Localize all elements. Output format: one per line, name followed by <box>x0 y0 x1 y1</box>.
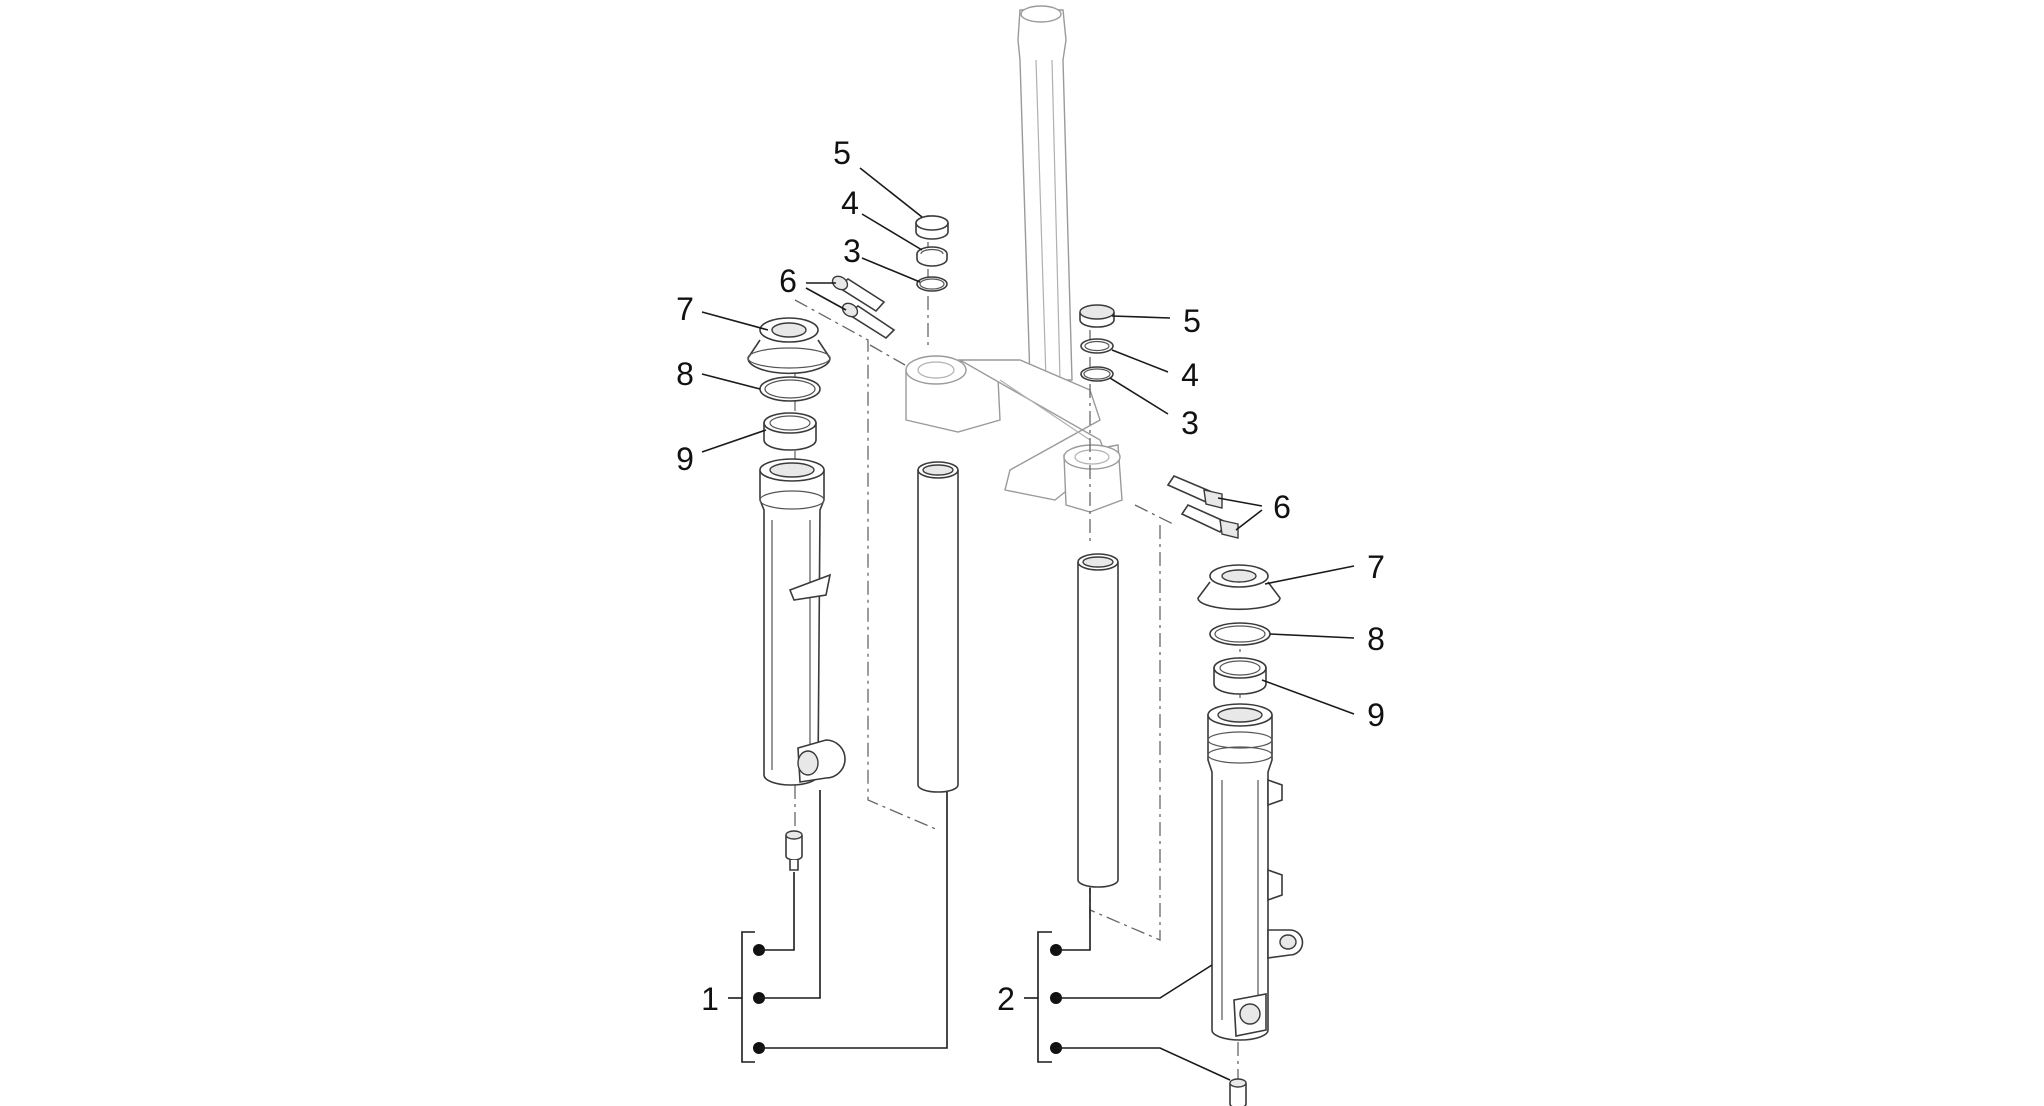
alignment-lines <box>794 215 1241 1080</box>
right-bolts-6 <box>1166 475 1239 539</box>
callout-1: 1 <box>701 981 719 1017</box>
group-bracket-1 <box>728 790 948 1063</box>
left-inner-tube <box>917 461 959 793</box>
callout-labels: 5 4 3 6 7 8 9 1 5 4 3 6 7 8 9 2 <box>676 135 1385 1017</box>
right-ring-4 <box>1080 338 1114 354</box>
callout-3-right: 3 <box>1181 405 1199 441</box>
callout-6-left: 6 <box>779 263 797 299</box>
callout-4-right: 4 <box>1181 357 1199 393</box>
callout-5-right: 5 <box>1183 303 1201 339</box>
callout-8-right: 8 <box>1367 621 1385 657</box>
callout-7-right: 7 <box>1367 549 1385 585</box>
callout-9-left: 9 <box>676 441 694 477</box>
left-cap-5 <box>915 215 949 240</box>
left-bushing-9 <box>763 412 817 451</box>
right-fork-slider <box>1207 703 1304 1041</box>
left-ring-3 <box>916 276 948 292</box>
callout-9-right: 9 <box>1367 697 1385 733</box>
right-bushing-9 <box>1213 657 1267 695</box>
callout-8-left: 8 <box>676 356 694 392</box>
left-ring-4 <box>916 246 948 267</box>
right-cap-5 <box>1079 304 1115 328</box>
right-ring-3 <box>1080 366 1114 382</box>
right-oil-seal-ring-8 <box>1209 622 1271 646</box>
steering-stem-ghost <box>905 5 1123 513</box>
left-oil-seal-ring-8 <box>759 376 821 402</box>
callout-3-left: 3 <box>843 233 861 269</box>
callout-6-right: 6 <box>1273 489 1291 525</box>
callout-7-left: 7 <box>676 291 694 327</box>
left-bolts-6 <box>831 275 896 340</box>
right-dust-seal-7 <box>1197 564 1281 611</box>
callout-2: 2 <box>997 981 1015 1017</box>
callout-5-left: 5 <box>833 135 851 171</box>
callout-4-left: 4 <box>841 185 859 221</box>
left-fork-slider <box>759 458 846 786</box>
leader-lines <box>701 167 1355 715</box>
left-dust-seal-7 <box>747 317 831 375</box>
right-bottom-screw <box>1229 1078 1247 1106</box>
right-inner-tube <box>1077 553 1119 888</box>
left-bottom-screw <box>785 830 803 871</box>
group-bracket-2 <box>1024 888 1231 1081</box>
